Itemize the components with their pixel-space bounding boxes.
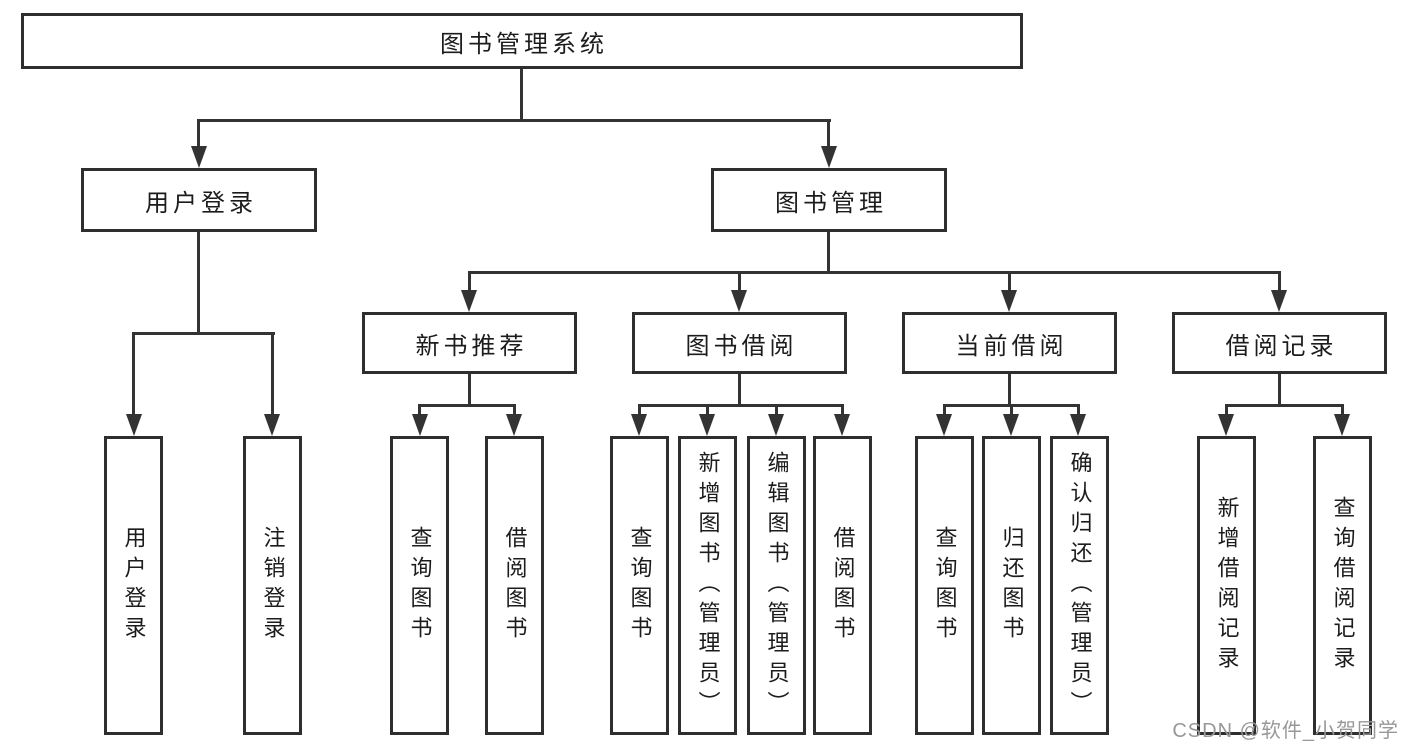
node-current-borrowing-label: 当前借阅	[955, 332, 1068, 360]
node-library-system: 图书管理系统	[21, 13, 1023, 69]
arrow-down-icon	[506, 414, 522, 436]
arrow-down-icon	[191, 146, 207, 168]
node-book-management: 图书管理	[711, 168, 947, 232]
leaf-borrowing-borrow-books: 借阅图书	[813, 436, 872, 735]
connector-line	[197, 232, 200, 334]
leaf-borrowing-borrow-books-label: 借阅图书	[830, 525, 856, 646]
leaf-borrowing-query-books-label: 查询图书	[627, 525, 653, 646]
node-current-borrowing: 当前借阅	[902, 312, 1117, 374]
connector-line	[197, 119, 831, 122]
connector-line	[1341, 405, 1344, 414]
connector-line	[418, 404, 516, 407]
leaf-records-query-record-label: 查询借阅记录	[1330, 495, 1356, 676]
connector-line	[1278, 374, 1281, 406]
connector-line	[132, 332, 275, 335]
arrow-down-icon	[1334, 414, 1350, 436]
connector-line	[827, 120, 830, 146]
node-book-borrowing-label: 图书借阅	[685, 332, 798, 360]
connector-line	[638, 404, 844, 407]
leaf-user-login-label: 用户登录	[121, 525, 147, 646]
arrow-down-icon	[834, 414, 850, 436]
leaf-records-query-record: 查询借阅记录	[1313, 436, 1372, 735]
leaf-current-query-books: 查询图书	[915, 436, 974, 735]
connector-line	[132, 333, 135, 414]
connector-line	[738, 374, 741, 406]
connector-line	[468, 272, 471, 290]
arrow-down-icon	[699, 414, 715, 436]
connector-line	[738, 272, 741, 290]
node-user-login: 用户登录	[81, 168, 317, 232]
leaf-logout-label: 注销登录	[260, 525, 286, 646]
connector-line	[1225, 404, 1344, 407]
leaf-borrowing-edit-books-admin-label: 编辑图书（管理员）	[764, 450, 790, 721]
connector-line	[841, 405, 844, 414]
arrow-down-icon	[936, 414, 952, 436]
leaf-borrowing-add-books-admin: 新增图书（管理员）	[678, 436, 737, 735]
arrow-down-icon	[412, 414, 428, 436]
arrow-down-icon	[126, 414, 142, 436]
leaf-current-confirm-return-admin-label: 确认归还（管理员）	[1067, 450, 1093, 721]
leaf-user-login: 用户登录	[104, 436, 163, 735]
leaf-current-query-books-label: 查询图书	[932, 525, 958, 646]
node-borrowing-records-label: 借阅记录	[1225, 332, 1338, 360]
leaf-recommend-query-books: 查询图书	[390, 436, 449, 735]
connector-line	[1008, 374, 1011, 406]
leaf-borrowing-query-books: 查询图书	[610, 436, 669, 735]
leaf-borrowing-add-books-admin-label: 新增图书（管理员）	[695, 450, 721, 721]
connector-line	[520, 69, 523, 121]
connector-line	[638, 405, 641, 414]
leaf-logout: 注销登录	[243, 436, 302, 735]
connector-line	[197, 120, 200, 146]
node-borrowing-records: 借阅记录	[1172, 312, 1387, 374]
connector-line	[1225, 405, 1228, 414]
arrow-down-icon	[821, 146, 837, 168]
connector-line	[1077, 405, 1080, 414]
arrow-down-icon	[731, 290, 747, 312]
arrow-down-icon	[461, 290, 477, 312]
arrow-down-icon	[264, 414, 280, 436]
connector-line	[468, 271, 1281, 274]
arrow-down-icon	[768, 414, 784, 436]
leaf-current-return-books: 归还图书	[982, 436, 1041, 735]
connector-line	[943, 405, 946, 414]
leaf-current-confirm-return-admin: 确认归还（管理员）	[1050, 436, 1109, 735]
arrow-down-icon	[1070, 414, 1086, 436]
node-library-system-label: 图书管理系统	[440, 30, 608, 58]
leaf-records-add-record: 新增借阅记录	[1197, 436, 1256, 735]
leaf-borrowing-edit-books-admin: 编辑图书（管理员）	[747, 436, 806, 735]
connector-line	[418, 405, 421, 414]
leaf-recommend-query-books-label: 查询图书	[407, 525, 433, 646]
node-book-borrowing: 图书借阅	[632, 312, 847, 374]
arrow-down-icon	[1001, 290, 1017, 312]
connector-line	[468, 374, 471, 406]
leaf-recommend-borrow-books-label: 借阅图书	[502, 525, 528, 646]
arrow-down-icon	[631, 414, 647, 436]
node-new-book-recommend-label: 新书推荐	[415, 332, 528, 360]
node-new-book-recommend: 新书推荐	[362, 312, 577, 374]
watermark: CSDN @软件_小贺同学	[1172, 720, 1399, 742]
leaf-current-return-books-label: 归还图书	[999, 525, 1025, 646]
arrow-down-icon	[1003, 414, 1019, 436]
connector-line	[1278, 272, 1281, 290]
connector-line	[1008, 272, 1011, 290]
connector-line	[271, 333, 274, 414]
node-user-login-label: 用户登录	[145, 189, 257, 217]
leaf-records-add-record-label: 新增借阅记录	[1214, 495, 1240, 676]
node-book-management-label: 图书管理	[775, 189, 887, 217]
connector-line	[706, 405, 709, 414]
connector-line	[775, 405, 778, 414]
connector-line	[827, 232, 830, 274]
arrow-down-icon	[1271, 290, 1287, 312]
connector-line	[513, 405, 516, 414]
connector-line	[1010, 405, 1013, 414]
leaf-recommend-borrow-books: 借阅图书	[485, 436, 544, 735]
arrow-down-icon	[1218, 414, 1234, 436]
